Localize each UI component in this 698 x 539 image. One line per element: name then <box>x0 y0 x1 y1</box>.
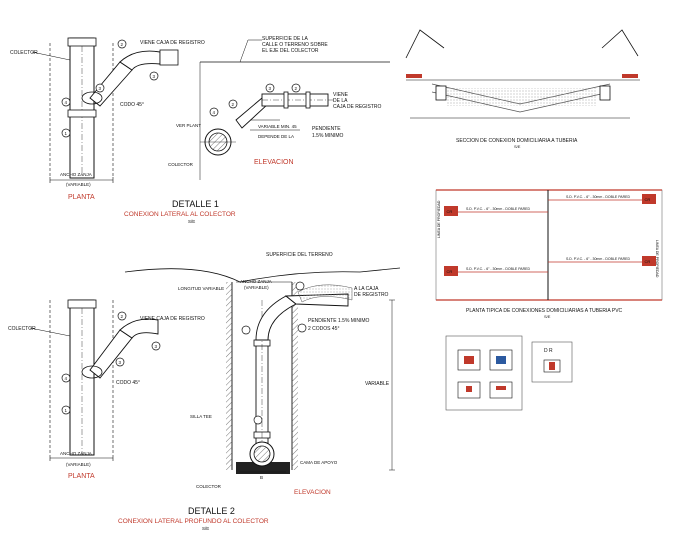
property-line-label: LINEA DE PROPIEDAD <box>655 240 659 278</box>
d1-elev-slope-2: 1.5% MINIMO <box>312 133 344 139</box>
marker-1: 1 <box>65 408 68 413</box>
d2-elev-var-length: LONGITUD VARIABLE <box>178 286 224 291</box>
d2-plan-trench-label: ANCHO ZANJA <box>60 451 92 456</box>
marker-4: 4 <box>65 100 68 105</box>
detail2-elevation: SUPERFICIE DEL TERRENO ANCHO ZANJA (VARI… <box>124 252 401 496</box>
d2-plan-from-box-label: VIENE CAJA DE REGISTRO <box>140 316 205 322</box>
d2-plan-elbow-label: CODO 45° <box>116 380 140 386</box>
cr-box <box>642 194 656 204</box>
marker-1: 1 <box>65 131 68 136</box>
d1-plan-title: PLANTA <box>68 194 95 201</box>
marker-3: 3 <box>269 86 272 91</box>
cr-tag: CR <box>447 209 453 214</box>
d1-plan-variable-label: (VARIABLE) <box>66 182 91 187</box>
property-line-label: LINEA DE PROPIEDAD <box>437 200 441 238</box>
cr-tag: CR <box>447 269 453 274</box>
marker-2: 2 <box>121 42 124 47</box>
d2-elev-surface: SUPERFICIE DEL TERRENO <box>266 252 333 258</box>
d2-plan-title: PLANTA <box>68 473 95 480</box>
cr-box <box>444 206 458 216</box>
d2-title: DETALLE 2 <box>188 506 235 516</box>
d2-elev-slope: PENDIENTE 1.5% MINIMO <box>308 318 370 324</box>
pipe-label: S.D. P.V.C. - 6" - 30mm - DOBLE PARED <box>566 195 630 199</box>
d2-plan-variable-label: (VARIABLE) <box>66 462 91 467</box>
small-detail-label: D R <box>544 348 553 354</box>
typical-plan: CR CR CR CR S.D. P.V.C. - 6" - 30mm - DO… <box>435 189 663 319</box>
detail1-elevation: 2 3 2 4 SUPERFICIE DE LA CALLE O TERRENO… <box>168 36 390 180</box>
d1-plan-trench-label: ANCHO ZANJA <box>60 172 92 177</box>
d2-subtitle: CONEXION LATERAL PROFUNDO AL COLECTOR <box>118 518 269 525</box>
marker-2: 2 <box>232 102 235 107</box>
section-caption: SECCION DE CONEXION DOMICILIARIA A TUBER… <box>456 138 578 144</box>
d2-elev-collector: COLECTOR <box>196 484 222 489</box>
pipe-label: S.D. P.V.C. - 6" - 30mm - DOBLE PARED <box>466 267 530 271</box>
marker-4: 4 <box>213 110 216 115</box>
d2-elev-trench-1: ANCHO ZANJA <box>240 279 272 284</box>
marker-2b: 2 <box>295 86 298 91</box>
d1-title: DETALLE 1 <box>172 199 219 209</box>
d2-elev-tee: SILLA TEE <box>190 414 212 419</box>
small-detail-a <box>445 335 523 411</box>
d2-elev-dim: B <box>260 475 263 480</box>
marker-3b: 3 <box>119 360 122 365</box>
d1-elev-surface-2: CALLE O TERRENO SOBRE <box>262 42 328 48</box>
d1-elev-from-2: DE LA <box>333 98 348 104</box>
d1-elev-depth: DEPENDE DE LA <box>258 134 294 139</box>
d2-scale: S/E <box>202 526 209 531</box>
d2-elev-trench-2: (VARIABLE) <box>244 285 269 290</box>
d1-plan-from-box-label: VIENE CAJA DE REGISTRO <box>140 40 205 46</box>
d1-elev-plan-view: VER PLANT <box>176 123 201 128</box>
marker-3: 3 <box>153 74 156 79</box>
d1-elev-from-3: CAJA DE REGISTRO <box>333 104 381 110</box>
d2-plan-collector-label: COLECTOR <box>8 326 36 332</box>
d1-elev-surface-3: EL EJE DEL COLECTOR <box>262 48 319 54</box>
d1-scale: S/E <box>188 219 195 224</box>
typical-plan-caption: PLANTA TIPICA DE CONEXIONES DOMICILIARIA… <box>466 308 623 314</box>
detail1-plan: COLECTOR VIENE CAJA DE REGISTRO CODO 45°… <box>10 37 205 201</box>
d1-elev-title: ELEVACION <box>254 159 294 166</box>
marker-3: 3 <box>155 344 158 349</box>
typical-plan-scale: S/E <box>544 314 551 319</box>
small-detail-b: D R <box>531 341 573 383</box>
d2-elev-variable: VARIABLE <box>365 381 390 387</box>
marker-4: 4 <box>65 376 68 381</box>
cr-box <box>642 256 656 266</box>
detail2-title-block: DETALLE 2 CONEXION LATERAL PROFUNDO AL C… <box>118 506 269 531</box>
pipe-label: S.D. P.V.C. - 6" - 30mm - DOBLE PARED <box>466 207 530 211</box>
d2-elev-to-box-1: A LA CAJA <box>354 286 379 292</box>
d1-elev-surface-1: SUPERFICIE DE LA <box>262 36 309 42</box>
cr-box <box>444 266 458 276</box>
d1-elev-var-min: VARIABLE MIN. 45 <box>258 124 297 129</box>
cr-tag: CR <box>645 259 651 264</box>
d1-elev-collector: COLECTOR <box>168 162 194 167</box>
d1-plan-elbow-label: CODO 45° <box>120 102 144 108</box>
d2-elev-title: ELEVACION <box>294 489 331 496</box>
detail1-title-block: DETALLE 1 CONEXION LATERAL AL COLECTOR S… <box>124 199 236 224</box>
connection-section: SECCION DE CONEXION DOMICILIARIA A TUBER… <box>405 29 640 149</box>
d2-elev-elbows: 2 CODOS 45° <box>308 326 339 332</box>
pipe-label: S.D. P.V.C. - 6" - 30mm - DOBLE PARED <box>566 257 630 261</box>
d1-elev-from-1: VIENE <box>333 92 349 98</box>
d2-elev-to-box-2: DE REGISTRO <box>354 292 389 298</box>
d1-plan-collector-label: COLECTOR <box>10 50 38 56</box>
marker-2: 2 <box>121 314 124 319</box>
d2-elev-bed: CAMA DE APOYO <box>300 460 338 465</box>
detail2-plan: 2 3 4 1 3 COLECTOR VIENE CAJA DE REGISTR… <box>8 299 205 480</box>
d1-subtitle: CONEXION LATERAL AL COLECTOR <box>124 211 236 218</box>
d1-elev-slope-1: PENDIENTE <box>312 126 341 132</box>
section-scale: S/E <box>514 144 521 149</box>
marker-3b: 3 <box>99 86 102 91</box>
cr-tag: CR <box>645 197 651 202</box>
